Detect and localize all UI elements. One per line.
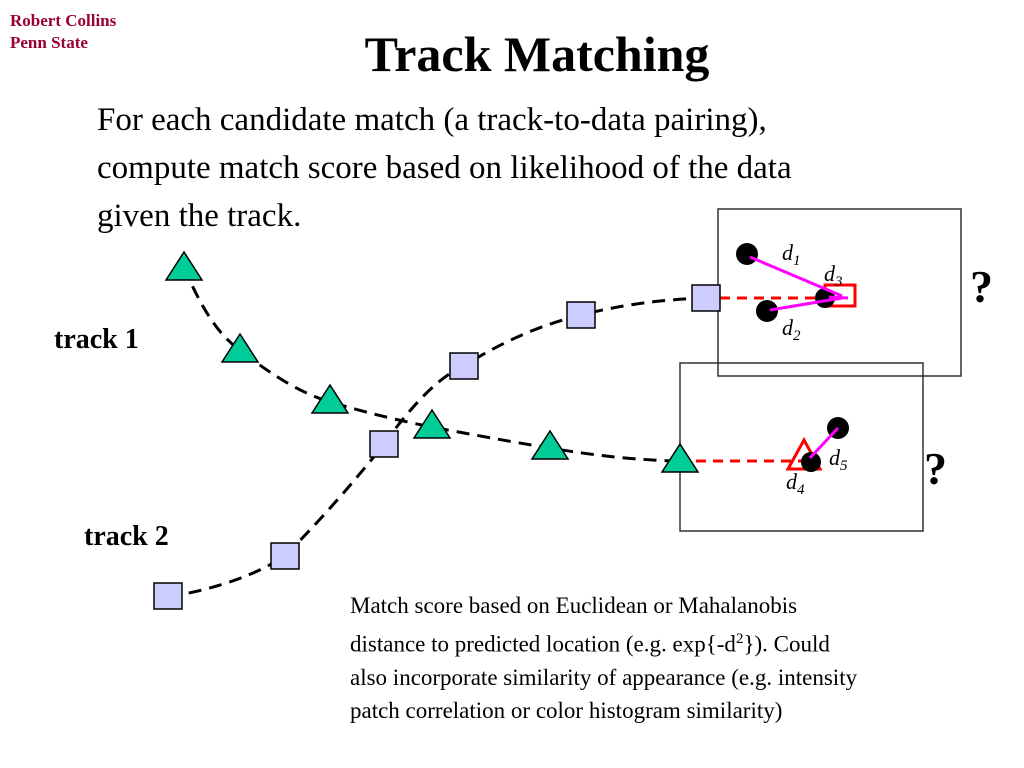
intro-line-1: For each candidate match (a track-to-dat…	[97, 102, 767, 138]
label-d5: d5	[829, 445, 848, 474]
track2-square	[691, 284, 721, 312]
gate-box-track2	[717, 208, 962, 377]
label-d2: d2	[782, 315, 801, 344]
caption-line-4: patch correlation or color histogram sim…	[350, 698, 783, 724]
track1-markers	[164, 250, 700, 473]
caption-line-2: distance to predicted location (e.g. exp…	[350, 623, 1010, 661]
detection-d2	[756, 300, 778, 322]
track1-triangle	[310, 383, 350, 414]
distance-line-d5	[808, 426, 840, 460]
track2-square	[369, 430, 399, 458]
author-block: Robert Collins Penn State	[10, 10, 116, 54]
caption-text: Match score based on Euclidean or Mahala…	[350, 589, 1010, 728]
track2-path	[167, 296, 707, 599]
caption-line-3: also incorporate similarity of appearanc…	[350, 664, 858, 690]
track2-square	[566, 301, 596, 329]
intro-line-3: given the track.	[97, 198, 302, 234]
caption-line-1: Match score based on Euclidean or Mahala…	[350, 593, 798, 618]
author-affiliation: Penn State	[10, 33, 88, 52]
question-mark-track2: ?	[970, 261, 993, 312]
distance-line-d1	[749, 255, 843, 298]
track2-square	[270, 542, 300, 570]
question-mark-track1: ?	[924, 443, 947, 494]
caption-line-2-post: }). Could	[743, 631, 830, 657]
label-d3: d3	[824, 261, 843, 290]
track1-label: track 1	[54, 324, 139, 355]
detection-d1	[736, 243, 758, 265]
distance-lines	[749, 255, 849, 460]
track2-markers	[153, 284, 721, 610]
track1-triangle	[530, 429, 570, 460]
track1-triangle	[220, 332, 260, 363]
track1-triangle	[412, 408, 452, 439]
intro-text: For each candidate match (a track-to-dat…	[97, 96, 967, 240]
detection-d4	[801, 452, 821, 472]
distance-line-d3	[828, 295, 849, 300]
caption-line-2-pre: distance to predicted location (e.g. exp…	[350, 631, 736, 657]
author-name: Robert Collins	[10, 11, 117, 30]
label-d4: d4	[786, 469, 805, 498]
track1-triangle	[164, 250, 204, 281]
intro-line-2: compute match score based on likelihood …	[97, 150, 792, 186]
page-title: Track Matching	[364, 26, 710, 82]
label-d1: d1	[782, 240, 801, 269]
track2-square	[153, 582, 183, 610]
caption-exponent: 2	[735, 630, 744, 647]
track1-triangle	[660, 442, 700, 473]
distance-line-d2	[769, 296, 843, 312]
track2-square	[449, 352, 479, 380]
track2-label: track 2	[84, 521, 169, 552]
